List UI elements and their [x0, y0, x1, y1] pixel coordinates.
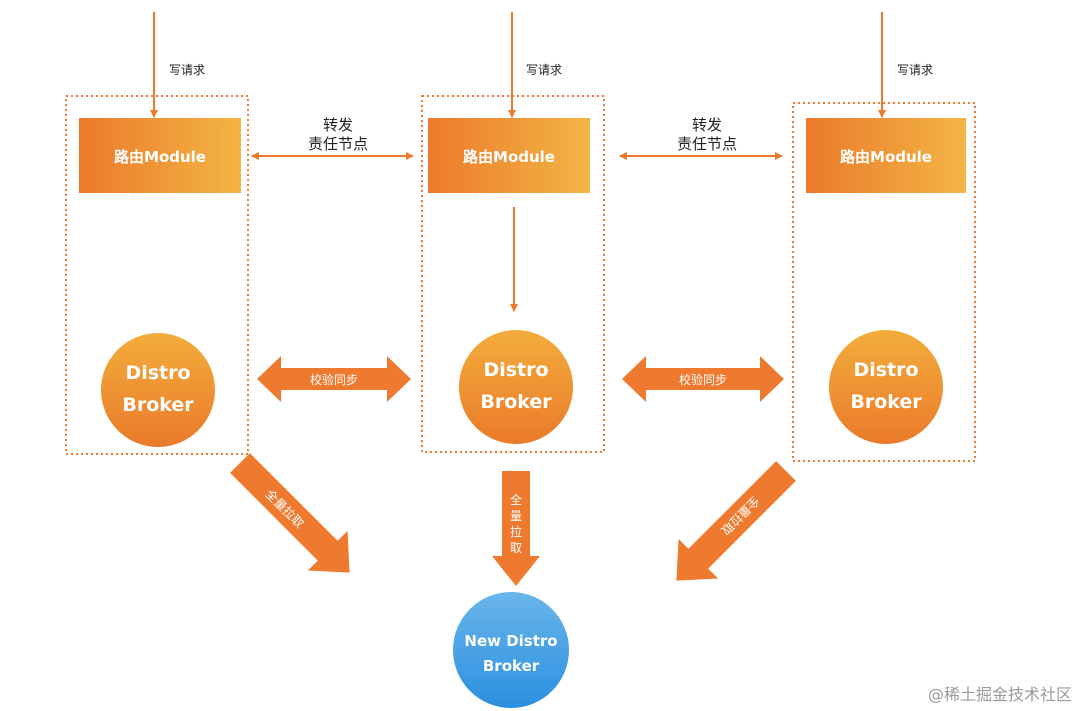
full-pull-label-middle-char1: 全	[510, 492, 522, 507]
full-pull-label-middle-char4: 取	[510, 541, 522, 555]
full-pull-arrow-left: 全量拉取	[230, 453, 350, 573]
write-request-label-left: 写请求	[169, 63, 205, 77]
distro-broker-left	[101, 333, 215, 447]
distro-broker-right-line2: Broker	[850, 391, 922, 413]
full-pull-arrow-middle-shape	[492, 471, 540, 586]
node-right: 写请求 路由Module Distro Broker	[792, 12, 976, 462]
route-module-middle	[428, 118, 590, 193]
full-pull-arrow-middle: 全 量 拉 取	[492, 471, 540, 586]
full-pull-label-middle-char3: 拉	[510, 524, 522, 539]
route-module-right	[806, 118, 966, 193]
forward-label-left-line1: 转发	[323, 116, 353, 134]
distro-broker-right	[829, 330, 943, 444]
route-module-label-right: 路由Module	[840, 148, 932, 166]
forward-label-right-line1: 转发	[692, 116, 722, 134]
node-middle: 写请求 路由Module Distro Broker	[421, 12, 605, 453]
write-request-label-right: 写请求	[897, 63, 933, 77]
write-request-label-middle: 写请求	[526, 63, 562, 77]
distro-broker-middle	[459, 330, 573, 444]
distro-broker-middle-line2: Broker	[480, 391, 552, 413]
new-distro-broker-line1: New Distro	[464, 632, 557, 650]
route-module-label-middle: 路由Module	[463, 148, 555, 166]
full-pull-arrow-right: 全量拉取	[676, 461, 796, 581]
distro-broker-middle-line1: Distro	[483, 359, 548, 381]
sync-double-arrow-left	[257, 356, 411, 402]
sync-label-right: 校验同步	[679, 372, 727, 387]
new-distro-broker	[453, 592, 569, 708]
node-left: 写请求 路由Module Distro Broker	[65, 12, 249, 455]
distro-broker-left-line1: Distro	[125, 362, 190, 384]
full-pull-label-middle-char2: 量	[510, 509, 522, 523]
route-module-left	[79, 118, 241, 193]
full-pull-arrow-right-shape	[676, 461, 796, 581]
new-distro-broker-line2: Broker	[483, 657, 540, 675]
sync-label-left: 校验同步	[310, 372, 358, 387]
full-pull-arrow-left-shape	[230, 453, 350, 573]
distro-broker-left-line2: Broker	[122, 394, 194, 416]
distro-broker-right-line1: Distro	[853, 359, 918, 381]
node-right-dotted-border	[792, 102, 976, 462]
forward-label-left-line2: 责任节点	[308, 135, 368, 153]
sync-double-arrow-right	[622, 356, 784, 402]
route-module-label-left: 路由Module	[114, 148, 206, 166]
node-left-dotted-border	[65, 95, 249, 455]
forward-label-right-line2: 责任节点	[677, 135, 737, 153]
watermark: @稀土掘金技术社区	[927, 685, 1072, 704]
